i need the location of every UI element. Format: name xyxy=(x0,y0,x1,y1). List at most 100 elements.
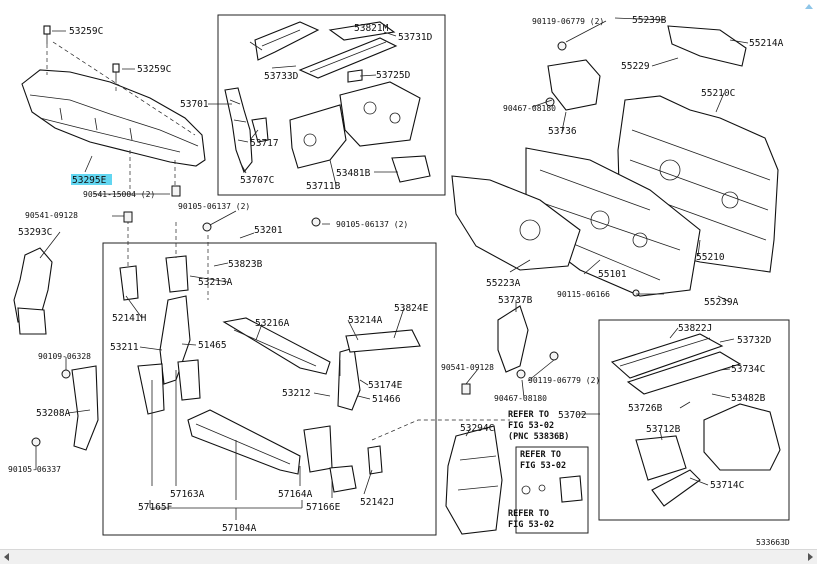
cowl-side-panel-right xyxy=(497,305,529,373)
label-53213a: 53213A xyxy=(198,277,233,288)
label-55214a: 55214A xyxy=(749,38,784,49)
label-53822j: 53822J xyxy=(678,323,712,334)
scroll-right-icon[interactable] xyxy=(808,553,813,561)
refer-pnc: (PNC 53836B) xyxy=(508,432,569,442)
radiator-side-support xyxy=(13,247,53,335)
label-90105-06137-a: 90105-06137 (2) xyxy=(178,202,250,211)
label-90467-08180-b: 90467-08180 xyxy=(494,394,547,403)
label-53725d: 53725D xyxy=(376,70,411,81)
dash-panel-insulator xyxy=(451,175,581,271)
label-90119-06779-b: 90119-06779 (2) xyxy=(528,376,600,385)
apron-upper-member xyxy=(610,333,742,395)
refer-to-3: REFER TO xyxy=(508,509,549,519)
label-53482b: 53482B xyxy=(731,393,766,404)
label-53259c-b: 53259C xyxy=(137,64,171,75)
horizontal-scrollbar[interactable] xyxy=(0,549,817,564)
dash-panel-insulator-upper xyxy=(667,25,747,67)
label-53712b: 53712B xyxy=(646,424,681,435)
label-53717: 53717 xyxy=(250,138,279,149)
label-53295e[interactable]: 53295E xyxy=(72,175,107,186)
label-57166e: 57166E xyxy=(306,502,341,513)
radiator-upper-crossmember xyxy=(222,317,331,375)
label-53732d: 53732D xyxy=(737,335,772,346)
label-90541-09128-b: 90541-09128 xyxy=(441,363,494,372)
cowl-rail-upper xyxy=(254,21,398,79)
label-53733d: 53733D xyxy=(264,71,299,82)
label-55239a: 55239A xyxy=(704,297,739,308)
label-57163a: 57163A xyxy=(170,489,205,500)
label-57164a: 57164A xyxy=(278,489,313,500)
label-53702: 53702 xyxy=(558,410,587,421)
label-90541-15004: 90541-15004 (2) xyxy=(83,190,155,199)
scroll-up-icon[interactable] xyxy=(805,4,813,9)
front-apron xyxy=(635,403,781,507)
label-53734c: 53734C xyxy=(731,364,765,375)
label-53737b: 53737B xyxy=(498,295,533,306)
label-52141h: 52141H xyxy=(112,313,147,324)
label-53174e: 53174E xyxy=(368,380,403,391)
refer-fig-2: FIG 53-02 xyxy=(520,461,566,471)
fender-apron-seal xyxy=(445,425,503,535)
refer-fig-1: FIG 53-02 xyxy=(508,421,554,431)
label-53201: 53201 xyxy=(254,225,283,236)
label-53259c-a: 53259C xyxy=(69,26,103,37)
label-53707c: 53707C xyxy=(240,175,274,186)
refer-box xyxy=(515,446,589,534)
refer-to-2: REFER TO xyxy=(520,450,561,460)
label-90109-06328: 90109-06328 xyxy=(38,352,91,361)
label-highlight-53295e xyxy=(71,174,112,185)
label-53293c: 53293C xyxy=(18,227,52,238)
label-55210c: 55210C xyxy=(701,88,735,99)
label-53481b: 53481B xyxy=(336,168,371,179)
radiator-side-member-right xyxy=(303,329,421,493)
scroll-left-icon[interactable] xyxy=(4,553,9,561)
label-57165f: 57165F xyxy=(138,502,173,513)
label-53212: 53212 xyxy=(282,388,311,399)
label-53711b: 53711B xyxy=(306,181,341,192)
refer-fig-3: FIG 53-02 xyxy=(508,520,554,530)
label-55239b: 55239B xyxy=(632,15,667,26)
cowl-side-brace xyxy=(224,87,269,174)
label-90119-06779-a: 90119-06779 (2) xyxy=(532,17,604,26)
label-55210: 55210 xyxy=(696,252,725,263)
label-53211: 53211 xyxy=(110,342,139,353)
label-90467-08180-a: 90467-08180 xyxy=(503,104,556,113)
label-53823b: 53823B xyxy=(228,259,263,270)
group-box-53702 xyxy=(598,319,790,521)
drawing-number: 533663D xyxy=(756,538,790,547)
label-51465: 51465 xyxy=(198,340,227,351)
bracket-52142j xyxy=(367,445,383,475)
cowl-side-upper xyxy=(547,59,601,111)
label-53824e: 53824E xyxy=(394,303,429,314)
radiator-lower-crossmember xyxy=(187,409,301,475)
label-53701: 53701 xyxy=(180,99,209,110)
label-53736: 53736 xyxy=(548,126,577,137)
label-53726b: 53726B xyxy=(628,403,663,414)
label-55101: 55101 xyxy=(598,269,627,280)
cowl-top-panel xyxy=(21,69,206,167)
cowl-inner-panel xyxy=(289,69,431,183)
label-57104a: 57104A xyxy=(222,523,257,534)
hood-lock-support-left xyxy=(119,255,201,415)
label-90541-09128-a: 90541-09128 xyxy=(25,211,78,220)
label-53731d: 53731D xyxy=(398,32,433,43)
label-90115-06166: 90115-06166 xyxy=(557,290,610,299)
label-52142j: 52142J xyxy=(360,497,394,508)
label-53821m: 53821M xyxy=(354,23,389,34)
label-53714c: 53714C xyxy=(710,480,744,491)
label-53216a: 53216A xyxy=(255,318,290,329)
label-51466: 51466 xyxy=(372,394,401,405)
front-side-member-bracket xyxy=(71,365,99,451)
label-53208a: 53208A xyxy=(36,408,71,419)
fastener-group xyxy=(31,41,640,447)
refer-box-parts xyxy=(521,475,583,503)
refer-to-1: REFER TO xyxy=(508,410,549,420)
clip-53259c-top xyxy=(43,25,120,80)
label-90105-06137-b: 90105-06137 (2) xyxy=(336,220,408,229)
group-box-53701 xyxy=(217,14,446,196)
label-53214a: 53214A xyxy=(348,315,383,326)
label-55229: 55229 xyxy=(621,61,650,72)
label-90105-06337: 90105-06337 xyxy=(8,465,61,474)
group-box-53201 xyxy=(102,242,437,536)
